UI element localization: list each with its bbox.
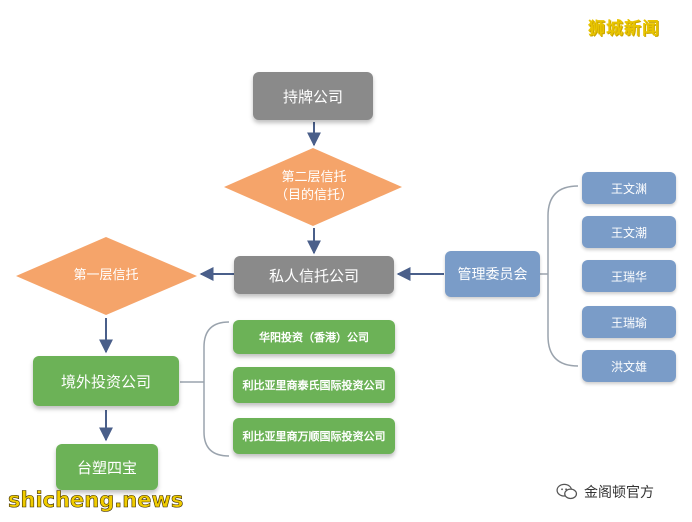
management-committee-box: 管理委员会 <box>445 251 540 297</box>
committee-member: 洪文雄 <box>582 350 676 382</box>
second-trust-line2: （目的信托） <box>274 188 353 203</box>
watermark-bottom-left: shicheng.news <box>8 488 184 513</box>
subsidiary-box: 华阳投资（香港）公司 <box>233 320 395 354</box>
subsidiaries-bracket <box>203 321 230 457</box>
wechat-account: 金阁顿官方 <box>556 482 654 502</box>
committee-bracket <box>547 185 579 367</box>
committee-member: 王文渊 <box>582 172 676 204</box>
committee-member: 王文潮 <box>582 216 676 248</box>
watermark-top-right: 狮城新闻 <box>588 19 660 39</box>
private-trust-company-label: 私人信托公司 <box>268 266 359 285</box>
taisu-four-treasures-box: 台塑四宝 <box>56 444 158 490</box>
second-trust-line1: 第二层信托 <box>281 170 347 185</box>
private-trust-company-box: 私人信托公司 <box>234 256 394 294</box>
offshore-investment-company-box: 境外投资公司 <box>33 356 179 406</box>
licensed-company-label: 持牌公司 <box>282 87 343 106</box>
second-trust-label: 第二层信托 （目的信托） <box>254 169 374 205</box>
committee-member: 王瑞瑜 <box>582 306 676 338</box>
offshore-investment-company-label: 境外投资公司 <box>60 372 151 391</box>
licensed-company-box: 持牌公司 <box>253 72 373 120</box>
subsidiary-box: 利比亚里商泰氏国际投资公司 <box>233 367 395 403</box>
wechat-account-name: 金阁顿官方 <box>584 485 654 501</box>
taisu-four-treasures-label: 台塑四宝 <box>76 458 137 477</box>
first-trust-diamond <box>16 237 197 315</box>
wechat-icon <box>556 483 578 500</box>
management-committee-label: 管理委员会 <box>457 267 528 283</box>
subsidiary-box: 利比亚里商万顺国际投资公司 <box>233 418 395 454</box>
committee-member: 王瑞华 <box>582 260 676 292</box>
second-trust-diamond <box>224 148 402 226</box>
first-trust-label: 第一层信托 <box>73 268 139 283</box>
